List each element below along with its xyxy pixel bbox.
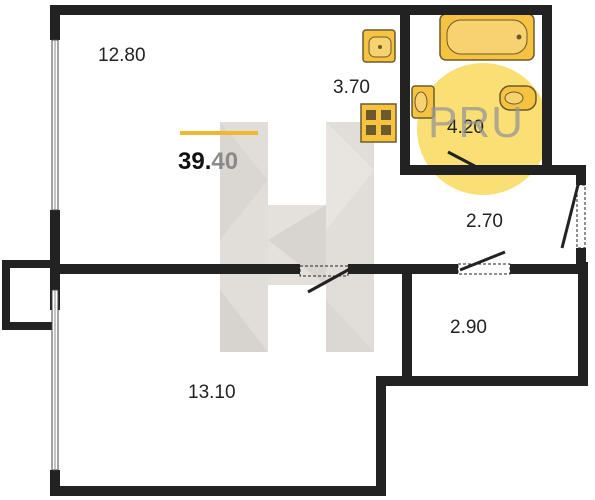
toilet [499, 85, 537, 111]
door-bathroom [447, 150, 489, 174]
room-area-living: 12.80 [98, 45, 146, 66]
stove [360, 103, 397, 143]
door-storage [457, 250, 511, 275]
walls [2, 5, 588, 496]
total-area-integer: 39. [178, 148, 212, 175]
window-bedroom [51, 289, 59, 471]
door-entrance [560, 184, 586, 249]
room-area-bedroom: 13.10 [188, 382, 236, 403]
room-area-kitchen: 3.70 [333, 77, 370, 98]
room-area-bathroom: 4.20 [447, 117, 484, 138]
total-area-underline [180, 131, 258, 135]
window-living [51, 39, 59, 211]
bathtub [439, 13, 535, 61]
total-area: 39.40 [178, 148, 238, 176]
watermark-text: PRU [428, 98, 524, 147]
watermark-logo [220, 122, 374, 352]
bathroom-sink [411, 85, 435, 119]
door-bedroom [299, 265, 349, 294]
room-area-storage: 2.90 [450, 317, 487, 338]
total-area-decimal: 40 [211, 148, 239, 175]
room-area-hallway: 2.70 [466, 211, 503, 232]
kitchen-sink [362, 29, 396, 63]
